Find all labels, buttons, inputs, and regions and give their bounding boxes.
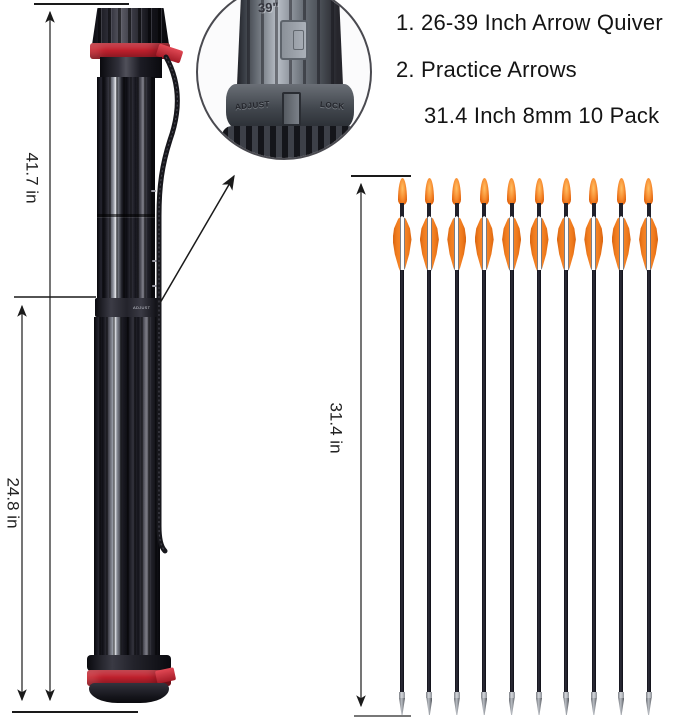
arrow-shaft bbox=[509, 270, 514, 694]
quiver-joint-marking: ADJUST bbox=[133, 305, 151, 310]
arrow-shaft-upper bbox=[400, 203, 404, 219]
arrow-nock bbox=[589, 178, 599, 205]
quiver-bottom-cap bbox=[89, 683, 169, 703]
quiver-bottom-red-band bbox=[87, 670, 171, 686]
arrow-nock bbox=[507, 178, 517, 205]
quiver-neck bbox=[100, 57, 162, 78]
arrow-point bbox=[563, 698, 570, 715]
arrow-shaft-upper bbox=[427, 203, 432, 219]
arrow-nock bbox=[561, 178, 571, 205]
arrow-shaft bbox=[537, 270, 541, 694]
arrow-nock bbox=[452, 178, 462, 205]
quiver-strap-stitching bbox=[158, 56, 178, 552]
dim-label-arrow-length: 31.4 in bbox=[326, 402, 346, 454]
arrow-tip-band bbox=[536, 692, 542, 698]
dim-label-quiver-total: 41.7 in bbox=[22, 152, 42, 204]
arrow-point bbox=[618, 698, 625, 715]
arrow-point bbox=[508, 698, 515, 715]
quiver-size-mark bbox=[152, 285, 157, 287]
arrow bbox=[639, 178, 659, 716]
quiver-top-red-band bbox=[90, 43, 170, 59]
arrow-fletching bbox=[474, 216, 494, 272]
arrow bbox=[556, 178, 576, 716]
arrow-point bbox=[426, 698, 433, 715]
quiver-size-mark bbox=[151, 190, 156, 192]
arrow-fletching bbox=[502, 216, 522, 272]
arrow-fletching bbox=[447, 216, 467, 272]
arrow-shaft bbox=[454, 270, 459, 694]
arrow-tip-band bbox=[590, 692, 597, 698]
quiver-size-mark bbox=[152, 260, 157, 262]
arrow bbox=[392, 178, 412, 716]
arrow-point bbox=[399, 698, 405, 715]
inset-adjust-collar: ADJUST LOCK bbox=[226, 84, 354, 128]
arrow-fletching bbox=[584, 216, 604, 272]
arrow-tip-band bbox=[426, 692, 433, 698]
arrow bbox=[584, 178, 604, 716]
note-line-pack: 31.4 Inch 8mm 10 Pack bbox=[424, 103, 660, 128]
quiver-top-cap bbox=[92, 8, 169, 45]
arrow-shaft bbox=[482, 270, 487, 694]
arrow-tip-band bbox=[618, 692, 625, 698]
inset-collar-slot bbox=[282, 92, 301, 126]
arrow-nock bbox=[479, 178, 489, 205]
magnifier-inset: 39" ADJUST LOCK bbox=[196, 0, 372, 160]
arrow-fletching bbox=[419, 216, 439, 272]
arrow-fletching bbox=[392, 216, 412, 272]
arrow-shaft-upper bbox=[482, 203, 487, 219]
arrow bbox=[447, 178, 467, 716]
quiver-upper-tube bbox=[97, 77, 155, 298]
arrow-fletching bbox=[529, 216, 549, 272]
arrow-shaft-upper bbox=[454, 203, 459, 219]
arrow-tip-band bbox=[645, 692, 652, 698]
arrow-point bbox=[453, 698, 460, 715]
arrow bbox=[474, 178, 494, 716]
quiver-bottom-ring bbox=[87, 655, 171, 671]
arrow-shaft bbox=[427, 270, 432, 694]
arrow-shaft-upper bbox=[537, 203, 541, 219]
arrow-shaft-upper bbox=[591, 203, 596, 219]
arrow-tip-band bbox=[481, 692, 488, 698]
quiver-tube-seam bbox=[97, 214, 155, 217]
arrow-nock bbox=[534, 178, 544, 205]
arrow-fletching bbox=[639, 216, 659, 272]
arrow-tip-band bbox=[399, 692, 405, 698]
note-line-arrows: 2. Practice Arrows bbox=[396, 57, 577, 82]
arrow-shaft bbox=[619, 270, 624, 694]
arrow-nock bbox=[397, 178, 407, 205]
note-line-quiver: 1. 26-39 Inch Arrow Quiver bbox=[396, 10, 663, 35]
arrow-point bbox=[590, 698, 597, 715]
arrow bbox=[529, 178, 549, 716]
arrow-point bbox=[481, 698, 488, 715]
quiver-lower-tube bbox=[94, 317, 160, 657]
arrow-tip-band bbox=[563, 692, 570, 698]
arrow bbox=[502, 178, 522, 716]
dim-label-quiver-body: 24.8 in bbox=[3, 477, 23, 529]
arrow-shaft bbox=[646, 270, 651, 694]
quiver-strap bbox=[156, 54, 180, 554]
arrow-nock bbox=[644, 178, 654, 205]
arrow bbox=[419, 178, 439, 716]
arrow-tip-band bbox=[453, 692, 460, 698]
arrow-nock bbox=[616, 178, 626, 205]
arrow-fletching bbox=[556, 216, 576, 272]
arrow-shaft-upper bbox=[564, 203, 569, 219]
arrow-nock bbox=[424, 178, 434, 205]
arrow-tip-band bbox=[508, 692, 515, 698]
arrow-shaft bbox=[564, 270, 569, 694]
inset-knurled-ring bbox=[222, 126, 358, 158]
arrow-shaft-upper bbox=[646, 203, 651, 219]
arrow bbox=[611, 178, 631, 716]
arrow-shaft bbox=[400, 270, 404, 694]
arrow-fletching bbox=[611, 216, 631, 272]
quiver-adjust-joint: ADJUST bbox=[95, 298, 159, 317]
magnifier-leader-line bbox=[159, 174, 235, 304]
arrow-shaft bbox=[591, 270, 596, 694]
inset-latch-button bbox=[280, 20, 308, 60]
arrow-point bbox=[536, 698, 542, 715]
arrow-shaft-upper bbox=[619, 203, 624, 219]
arrow-shaft-upper bbox=[509, 203, 514, 219]
arrow-point bbox=[645, 698, 652, 715]
